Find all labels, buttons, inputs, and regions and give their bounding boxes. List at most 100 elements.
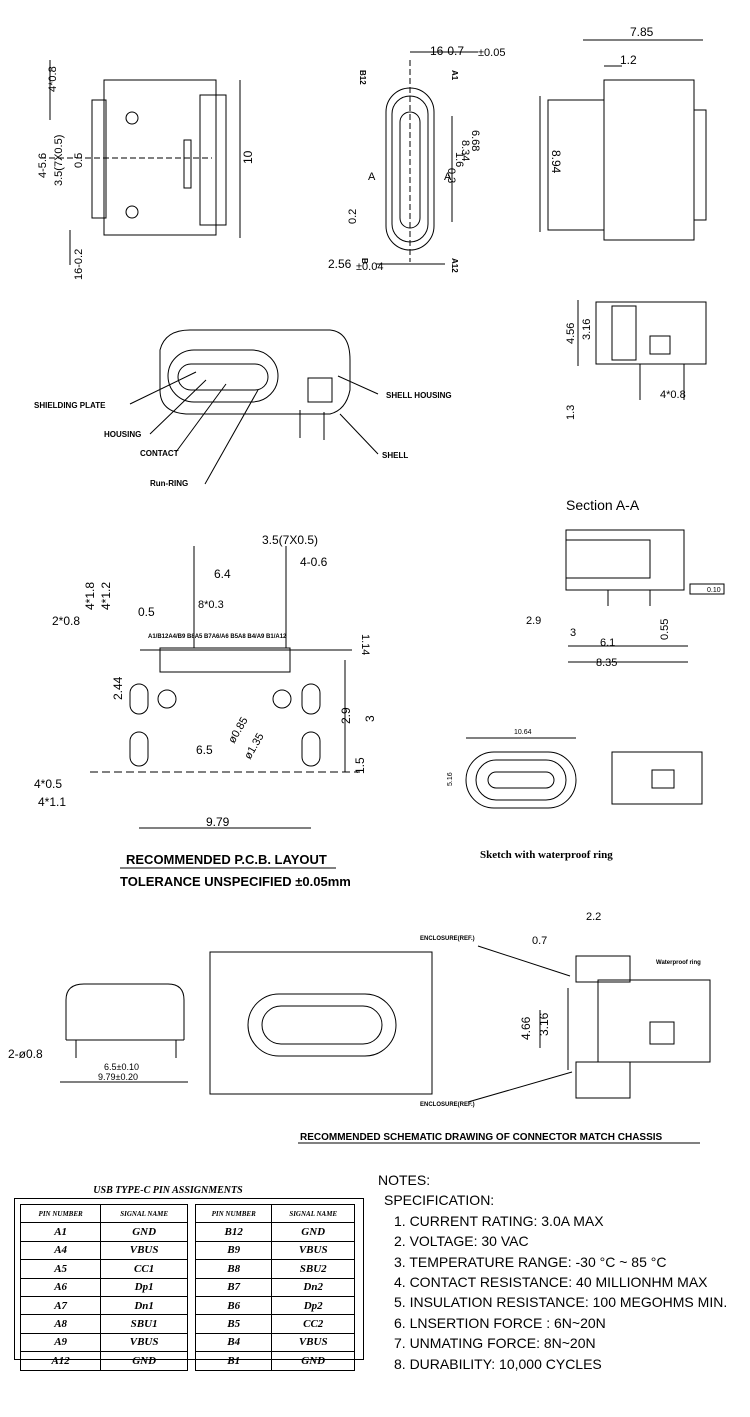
waterproof-caption: Sketch with waterproof ring bbox=[480, 849, 613, 861]
chassis-port bbox=[261, 1005, 383, 1045]
chassis-section: 2-ø0.8 6.5±0.10 9.79±0.20 2.2 0.7 4.66 3… bbox=[8, 911, 711, 1144]
pcb-pin-row bbox=[159, 647, 291, 673]
front-dim-1: 16-0.7 bbox=[430, 44, 464, 58]
signal-name: Dn1 bbox=[100, 1295, 188, 1316]
iso-receptacle-outer bbox=[167, 349, 279, 403]
pin-number: A8 bbox=[19, 1314, 102, 1334]
note-item: 2. VOLTAGE: 30 VAC bbox=[394, 1233, 529, 1250]
pin-number: B4 bbox=[194, 1332, 273, 1353]
pcb-dim-9: 1.14 bbox=[359, 634, 371, 655]
side2-dim-4: 4*0.8 bbox=[660, 389, 686, 401]
top-view: 4*0.8 4-5.6 3.5(7X0.5) 0.5 10 16-0.2 bbox=[37, 60, 255, 280]
signal-name: VBUS bbox=[271, 1332, 355, 1353]
pin-number: A6 bbox=[19, 1277, 102, 1297]
pin-label: B bbox=[360, 258, 369, 264]
chassis-label-enclosure-bottom: ENCLOSURE(REF.) bbox=[420, 1102, 475, 1108]
pcb-pad bbox=[301, 731, 321, 767]
section-dim-5: 6.1 bbox=[600, 637, 615, 649]
callout-shielding-plate: SHIELDING PLATE bbox=[34, 401, 106, 410]
callout-contact: CONTACT bbox=[140, 449, 179, 458]
signal-name: GND bbox=[100, 1222, 188, 1242]
callout-housing: HOUSING bbox=[104, 430, 141, 439]
pin-number: B12 bbox=[194, 1222, 273, 1242]
signal-name: Dp2 bbox=[271, 1295, 355, 1316]
signal-name: GND bbox=[100, 1351, 188, 1371]
chassis-dim-7: 3.16 bbox=[537, 1012, 551, 1036]
chassis-dim-3: 9.79±0.20 bbox=[98, 1072, 138, 1082]
notes-subheading: SPECIFICATION: bbox=[384, 1192, 495, 1209]
note-item: 1. CURRENT RATING: 3.0A MAX bbox=[394, 1212, 604, 1229]
waterproof-port bbox=[487, 771, 555, 789]
iso-window bbox=[307, 377, 333, 403]
front-view: 16-0.7 ±0.05 8.34 6.68 1.6 0.3 0.2 2.56 … bbox=[328, 44, 505, 273]
pin-table-frame bbox=[14, 1198, 364, 1360]
side-view-pins bbox=[693, 109, 707, 221]
note-item: 6. LNSERTION FORCE : 6N~20N bbox=[394, 1314, 606, 1331]
note-item: 7. UNMATING FORCE: 8N~20N bbox=[394, 1335, 596, 1352]
signal-name: VBUS bbox=[100, 1240, 188, 1261]
front-dim-12: 2.56 bbox=[328, 257, 352, 271]
top-dim-5: 10 bbox=[241, 150, 255, 164]
side-view-body bbox=[603, 79, 695, 241]
waterproof-dim-1: 10.64 bbox=[514, 729, 532, 736]
chassis-label-waterproof: Waterproof ring bbox=[656, 960, 701, 966]
pcb-dim-16: 1.5 bbox=[353, 757, 367, 774]
front-dim-9: 0.3 bbox=[445, 168, 457, 183]
section-dim-8: 0.55 bbox=[659, 619, 671, 640]
waterproof-shell bbox=[475, 759, 567, 801]
pcb-dim-3: 4*1.8 bbox=[83, 582, 97, 610]
signal-name: VBUS bbox=[100, 1332, 188, 1353]
side-view-2: 4.56 3.16 1.3 4*0.8 bbox=[565, 300, 707, 420]
signal-name: CC1 bbox=[100, 1259, 188, 1279]
pcb-dim-11: 6.5 bbox=[196, 743, 213, 757]
waterproof-ring bbox=[465, 751, 577, 809]
iso-body bbox=[159, 329, 351, 415]
section-body bbox=[565, 529, 685, 591]
signal-name: GND bbox=[271, 1351, 355, 1371]
side2-dim-1: 4.56 bbox=[565, 323, 577, 344]
chassis-front-shell bbox=[65, 983, 185, 1040]
column-header-pin-number: PIN NUMBER bbox=[194, 1203, 273, 1224]
pcb-dim-19: 9.79 bbox=[206, 815, 230, 829]
pcb-dim-17: 4*0.5 bbox=[34, 777, 62, 791]
section-hatch bbox=[565, 539, 651, 579]
callout-shell: SHELL bbox=[382, 451, 408, 460]
pcb-layout: 3.5(7X0.5) 4-0.6 4*1.8 4*1.2 6.4 8*0.3 2… bbox=[34, 533, 377, 889]
pin-table-title: USB TYPE-C PIN ASSIGNMENTS bbox=[93, 1185, 243, 1196]
pcb-dim-14: 2.9 bbox=[339, 707, 353, 724]
top-view-hole bbox=[125, 111, 139, 125]
pcb-dim-2: 4-0.6 bbox=[300, 555, 328, 569]
section-aa: Section A-A 2.9 3 6.1 8.35 0.55 0.10 bbox=[526, 497, 725, 669]
side2-body bbox=[595, 301, 707, 365]
chassis-enclosure-top bbox=[575, 955, 631, 983]
top-view-pins bbox=[91, 99, 107, 219]
table-header-row: PIN NUMBER SIGNAL NAME bbox=[19, 1203, 188, 1224]
pin-number: A4 bbox=[19, 1240, 102, 1261]
section-dim-6: 8.35 bbox=[596, 657, 617, 669]
side2-window bbox=[649, 335, 671, 355]
side2-dim-2: 3.16 bbox=[581, 319, 593, 340]
pcb-pad bbox=[129, 683, 149, 715]
column-header-signal-name: SIGNAL NAME bbox=[100, 1203, 188, 1224]
pin-number: A9 bbox=[19, 1332, 102, 1353]
signal-name: SBU2 bbox=[271, 1259, 355, 1279]
waterproof-side-window bbox=[651, 769, 675, 789]
side2-front bbox=[611, 305, 637, 361]
chassis-dim-5: 0.7 bbox=[532, 935, 547, 947]
pcb-dim-1: 3.5(7X0.5) bbox=[262, 533, 318, 547]
signal-name: CC2 bbox=[271, 1314, 355, 1334]
side-view: 7.85 1.2 8.94 bbox=[539, 25, 707, 241]
top-view-slot bbox=[183, 139, 192, 189]
chassis-caption: RECOMMENDED SCHEMATIC DRAWING OF CONNECT… bbox=[300, 1132, 663, 1143]
